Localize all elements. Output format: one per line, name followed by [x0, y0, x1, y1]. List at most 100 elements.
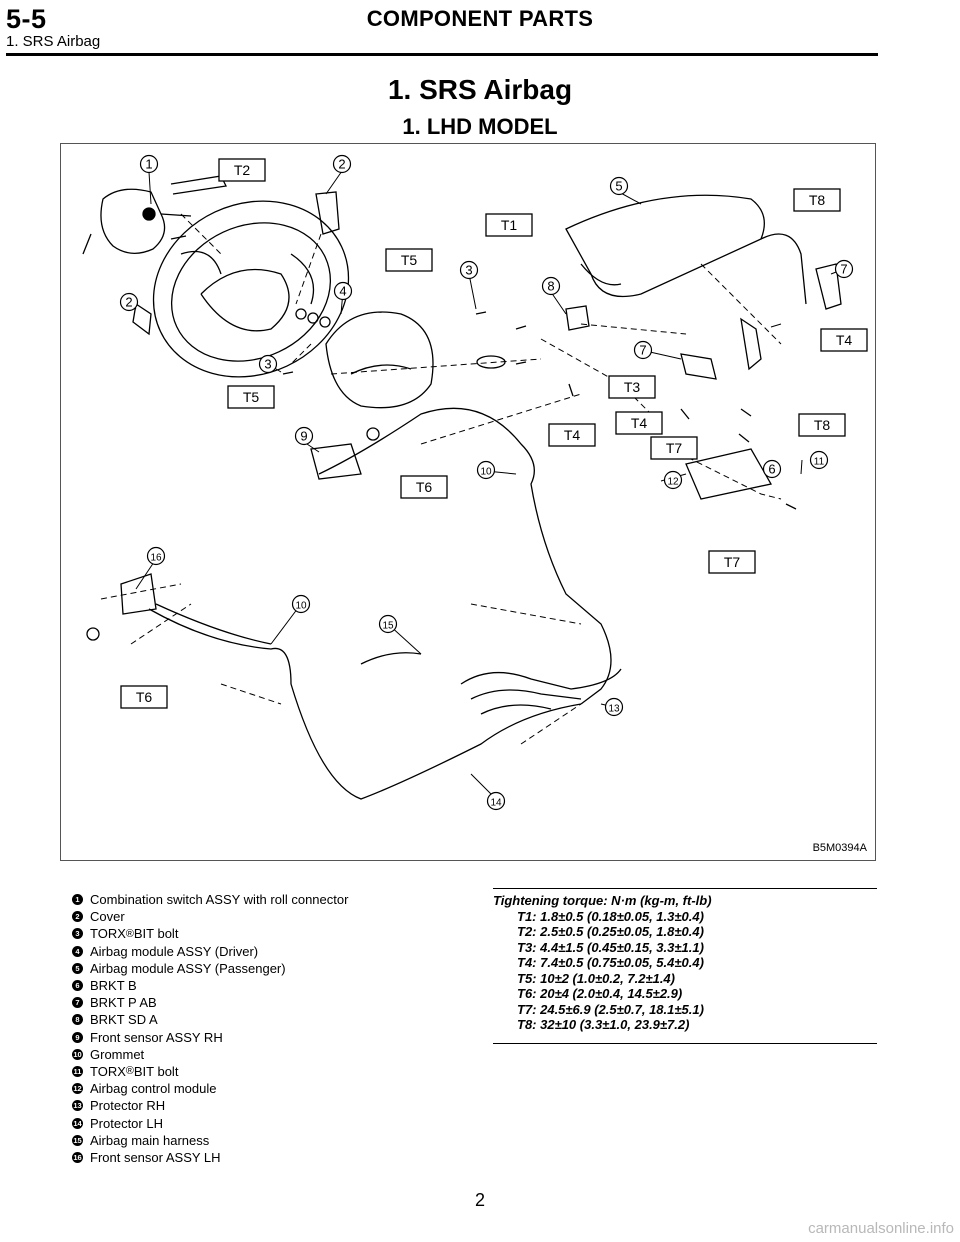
legend-number-badge: 7: [72, 997, 83, 1009]
callout-number: 4: [333, 281, 353, 301]
callout-label: 10: [480, 467, 492, 478]
legend-text: Protector RH: [90, 1098, 166, 1114]
legend-number-badge: 5: [72, 962, 83, 974]
legend-text: TORX: [90, 1063, 126, 1079]
legend-item: 7 BRKT P AB: [72, 994, 462, 1011]
torque-box: T8: [798, 413, 846, 437]
callout-number: 10: [291, 594, 311, 614]
legend-number-badge: 3: [72, 928, 83, 940]
callout-label: 4: [339, 284, 346, 299]
torque-row: T7: 24.5±6.9 (2.5±0.7, 18.1±5.1): [517, 1001, 704, 1017]
figure-id: B5M0394A: [812, 842, 867, 854]
callout-number: 13: [604, 697, 624, 717]
callout-label: 1: [145, 157, 152, 172]
torque-row: T5: 10±2 (1.0±0.2, 7.2±1.4): [517, 970, 675, 986]
torque-box: T6: [400, 475, 448, 499]
legend-number-badge: 9: [72, 1031, 83, 1043]
torque-box-label: T3: [624, 379, 641, 395]
legend-number-badge: 4: [72, 945, 83, 957]
subsection-title: 1. SRS Airbag: [6, 33, 101, 50]
tightening-torque-table: Tightening torque: N·m (kg-m, ft-lb) T1:…: [493, 888, 877, 1044]
legend-item: 10 Grommet: [72, 1046, 462, 1063]
legend-number-badge: 8: [72, 1014, 83, 1026]
legend-text: BRKT B: [90, 978, 137, 994]
callout-number: 8: [541, 276, 561, 296]
legend-text: Airbag main harness: [90, 1132, 210, 1148]
callout-label: 16: [150, 553, 162, 564]
legend-text: BRKT P AB: [90, 995, 157, 1011]
torque-box: T7: [708, 550, 756, 574]
callout-label: 3: [264, 357, 271, 372]
callout-label: 6: [768, 462, 775, 477]
callout-number: 5: [609, 176, 629, 196]
legend-number-badge: 13: [72, 1100, 83, 1112]
legend-number-badge: 14: [72, 1117, 83, 1129]
torque-box-label: T4: [631, 415, 648, 431]
callout-number: 7: [834, 259, 854, 279]
legend-number-badge: 10: [72, 1048, 83, 1060]
torque-row: T3: 4.4±1.5 (0.45±0.15, 3.3±1.1): [517, 939, 704, 955]
legend-item: 9 Front sensor ASSY RH: [72, 1029, 462, 1046]
watermark: carmanualsonline.info: [808, 1220, 954, 1237]
torque-box: T6: [120, 685, 168, 709]
legend-item: 13 Protector RH: [72, 1097, 462, 1114]
legend-number-badge: 1: [72, 894, 83, 906]
torque-box-label: T7: [724, 554, 741, 570]
torque-row: T8: 32±10 (3.3±1.0, 23.9±7.2): [517, 1017, 690, 1032]
torque-box-label: T1: [501, 217, 518, 233]
legend-text: Grommet: [90, 1046, 145, 1062]
legend-text: BRKT SD A: [90, 1012, 158, 1028]
callout-number: 1: [139, 154, 159, 174]
torque-row: T1: 1.8±0.5 (0.18±0.05, 1.3±0.4): [517, 908, 704, 924]
legend-text: TORX: [90, 926, 126, 942]
callout-label: 12: [667, 477, 679, 488]
callout-number: 3: [459, 260, 479, 280]
legend-number-badge: 2: [72, 911, 83, 923]
legend-text: Airbag control module: [90, 1081, 217, 1097]
legend-text: Airbag module ASSY (Driver): [90, 943, 259, 959]
legend-number-badge: 11: [72, 1065, 83, 1077]
callout-label: 7: [639, 343, 646, 358]
torque-box: T5: [385, 248, 433, 272]
callout-label: 5: [615, 179, 622, 194]
registered-mark: ®: [125, 927, 134, 940]
torque-row: T6: 20±4 (2.0±0.4, 14.5±2.9): [517, 986, 683, 1001]
torque-box: T8: [793, 188, 841, 212]
legend-text: Cover: [90, 909, 125, 925]
legend-item: 2 Cover: [72, 908, 462, 925]
legend-text-rest: BIT bolt: [133, 1063, 179, 1079]
legend-text: Front sensor ASSY RH: [90, 1029, 223, 1045]
torque-box-label: T4: [564, 427, 581, 443]
torque-box-label: T6: [136, 689, 153, 705]
callout-number: 9: [294, 426, 314, 446]
callout-number: 2: [332, 154, 352, 174]
torque-box: T4: [615, 411, 663, 435]
section-number: 5-5: [6, 4, 47, 34]
page-subheading: 1. LHD MODEL: [402, 114, 558, 139]
registered-mark: ®: [125, 1065, 134, 1078]
callout-number: 16: [146, 546, 166, 566]
torque-box: T4: [548, 423, 596, 447]
torque-row: T4: 7.4±0.5 (0.75±0.05, 5.4±0.4): [517, 955, 704, 970]
callout-label: 2: [125, 295, 132, 310]
callout-label: 8: [547, 279, 554, 294]
callout-number: 15: [378, 614, 398, 634]
legend-number-badge: 15: [72, 1134, 83, 1146]
callout-number: 7: [633, 340, 653, 360]
torque-box-label: T6: [416, 479, 433, 495]
torque-box-label: T5: [243, 389, 260, 405]
callout-label: 10: [295, 601, 307, 612]
callout-label: 2: [338, 157, 345, 172]
torque-box-label: T8: [809, 192, 826, 208]
callout-label: 3: [465, 263, 472, 278]
legend-item: 15 Airbag main harness: [72, 1132, 462, 1149]
legend-text: Airbag module ASSY (Passenger): [90, 960, 286, 976]
callout-number: 3: [258, 354, 278, 374]
torque-box-label: T4: [836, 332, 853, 348]
